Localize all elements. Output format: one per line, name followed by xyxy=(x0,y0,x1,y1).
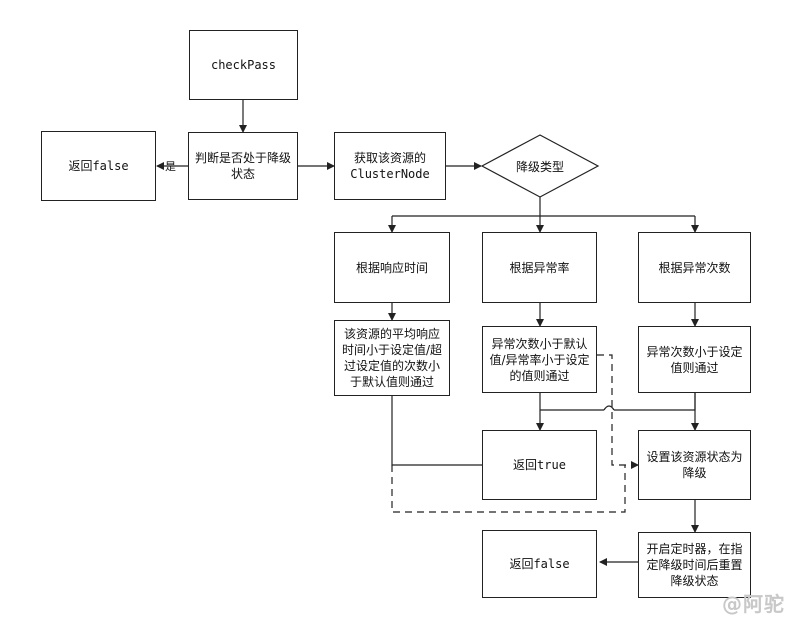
by-rt-box: 根据响应时间 xyxy=(334,232,450,303)
degrade-type-decision: 降级类型 xyxy=(500,150,580,182)
edge-label-yes: 是 xyxy=(165,160,176,173)
judge-degrade-box: 判断是否处于降级状态 xyxy=(188,132,298,200)
return-true-box: 返回true xyxy=(482,430,597,500)
timer-reset-label: 开启定时器，在指定降级时间后重置降级状态 xyxy=(646,542,743,588)
edge-rt-true xyxy=(391,396,482,466)
set-degrade-label: 设置该资源状态为降级 xyxy=(646,450,743,480)
set-degrade-box: 设置该资源状态为降级 xyxy=(638,430,751,500)
return-true-label: 返回true xyxy=(513,458,566,472)
by-exception-ratio-label: 根据异常率 xyxy=(509,260,570,275)
count-condition-label: 异常次数小于设定值则通过 xyxy=(646,344,743,375)
ratio-condition-box: 异常次数小于默认值/异常率小于设定的值则通过 xyxy=(482,326,597,393)
get-clusternode-label: 获取该资源的ClusterNode xyxy=(350,151,430,181)
by-exception-count-label: 根据异常次数 xyxy=(658,260,731,275)
return-false-left-box: 返回false xyxy=(41,131,156,201)
get-clusternode-box: 获取该资源的ClusterNode xyxy=(334,132,446,200)
edge-count-true xyxy=(614,393,696,411)
checkpass-label: checkPass xyxy=(210,58,277,72)
ratio-condition-label: 异常次数小于默认值/异常率小于设定的值则通过 xyxy=(489,336,590,383)
return-false-left-label: 返回false xyxy=(68,159,129,173)
edge-rt-setdegrade-dashed xyxy=(391,465,626,513)
by-exception-ratio-box: 根据异常率 xyxy=(482,232,597,303)
return-false-bottom-box: 返回false xyxy=(482,530,597,598)
degrade-type-label: 降级类型 xyxy=(515,159,564,174)
checkpass-box: checkPass xyxy=(189,30,298,100)
rt-condition-label: 该资源的平均响应时间小于设定值/超过设定值的次数小于默认值则通过 xyxy=(341,327,443,389)
watermark-text: @阿驼 xyxy=(722,592,785,616)
decision-diamond-shape xyxy=(480,134,600,198)
judge-degrade-label: 判断是否处于降级状态 xyxy=(194,151,291,181)
rt-condition-box: 该资源的平均响应时间小于设定值/超过设定值的次数小于默认值则通过 xyxy=(334,320,450,396)
timer-reset-box: 开启定时器，在指定降级时间后重置降级状态 xyxy=(638,532,751,598)
by-rt-label: 根据响应时间 xyxy=(355,260,428,275)
by-exception-count-box: 根据异常次数 xyxy=(638,232,751,303)
return-false-bottom-label: 返回false xyxy=(509,557,570,571)
edge-count-true-hop xyxy=(603,405,615,411)
count-condition-box: 异常次数小于设定值则通过 xyxy=(638,326,751,393)
